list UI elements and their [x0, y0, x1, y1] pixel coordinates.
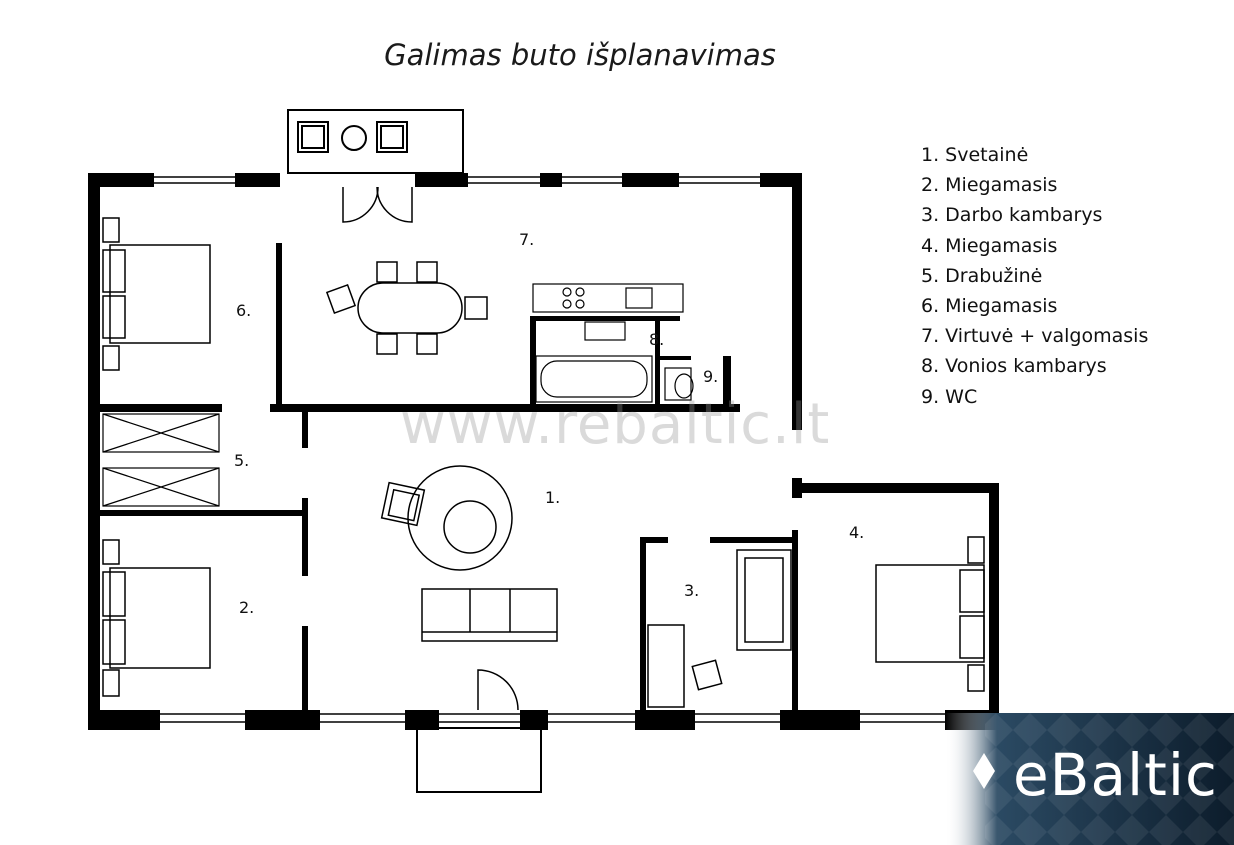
legend-item: 3. Darbo kambarys [921, 204, 1103, 227]
legend-item: 2. Miegamasis [921, 174, 1058, 197]
bed-room-6 [102, 217, 211, 371]
legend-item: 1. Svetainė [921, 144, 1029, 166]
top-balcony [287, 109, 464, 174]
legend-item: 7. Virtuvė + valgomasis [921, 325, 1149, 348]
legend-item: 6. Miegamasis [921, 295, 1058, 318]
bathroom-fixtures [535, 321, 694, 403]
room-label-6: 6. [236, 301, 251, 320]
wardrobe [102, 413, 220, 507]
living-room-furniture [380, 465, 558, 642]
page-title: Galimas buto išplanavimas [384, 38, 776, 72]
legend-item: 8. Vonios kambarys [921, 355, 1107, 378]
legend-item: 9. WC [921, 385, 978, 408]
kitchen-counter [532, 283, 684, 313]
doors [342, 186, 519, 711]
rebaltic-logo: eBaltic [945, 713, 1234, 845]
study-furniture [647, 549, 792, 708]
legend-item: 5. Drabužinė [921, 264, 1043, 287]
room-label-9: 9. [703, 367, 718, 386]
walls [88, 173, 999, 730]
logo-background [945, 713, 1234, 845]
legend-item: 4. Miegamasis [921, 234, 1058, 257]
room-label-2: 2. [239, 598, 254, 617]
room-legend: 1. Svetainė 2. Miegamasis 3. Darbo kamba… [921, 140, 1148, 412]
dining-table [325, 261, 488, 355]
watermark: www.rebaltic.lt [400, 392, 831, 457]
bed-room-2 [102, 539, 211, 697]
room-label-7: 7. [519, 230, 534, 249]
bottom-balcony [416, 727, 542, 793]
room-label-3: 3. [684, 581, 699, 600]
room-label-4: 4. [849, 523, 864, 542]
room-label-1: 1. [545, 488, 560, 507]
room-label-5: 5. [234, 451, 249, 470]
logo-text: eBaltic [1013, 741, 1218, 809]
room-label-8: 8. [649, 330, 664, 349]
windows [154, 176, 945, 723]
diamond-icon [973, 753, 995, 789]
bed-room-4 [875, 536, 985, 692]
